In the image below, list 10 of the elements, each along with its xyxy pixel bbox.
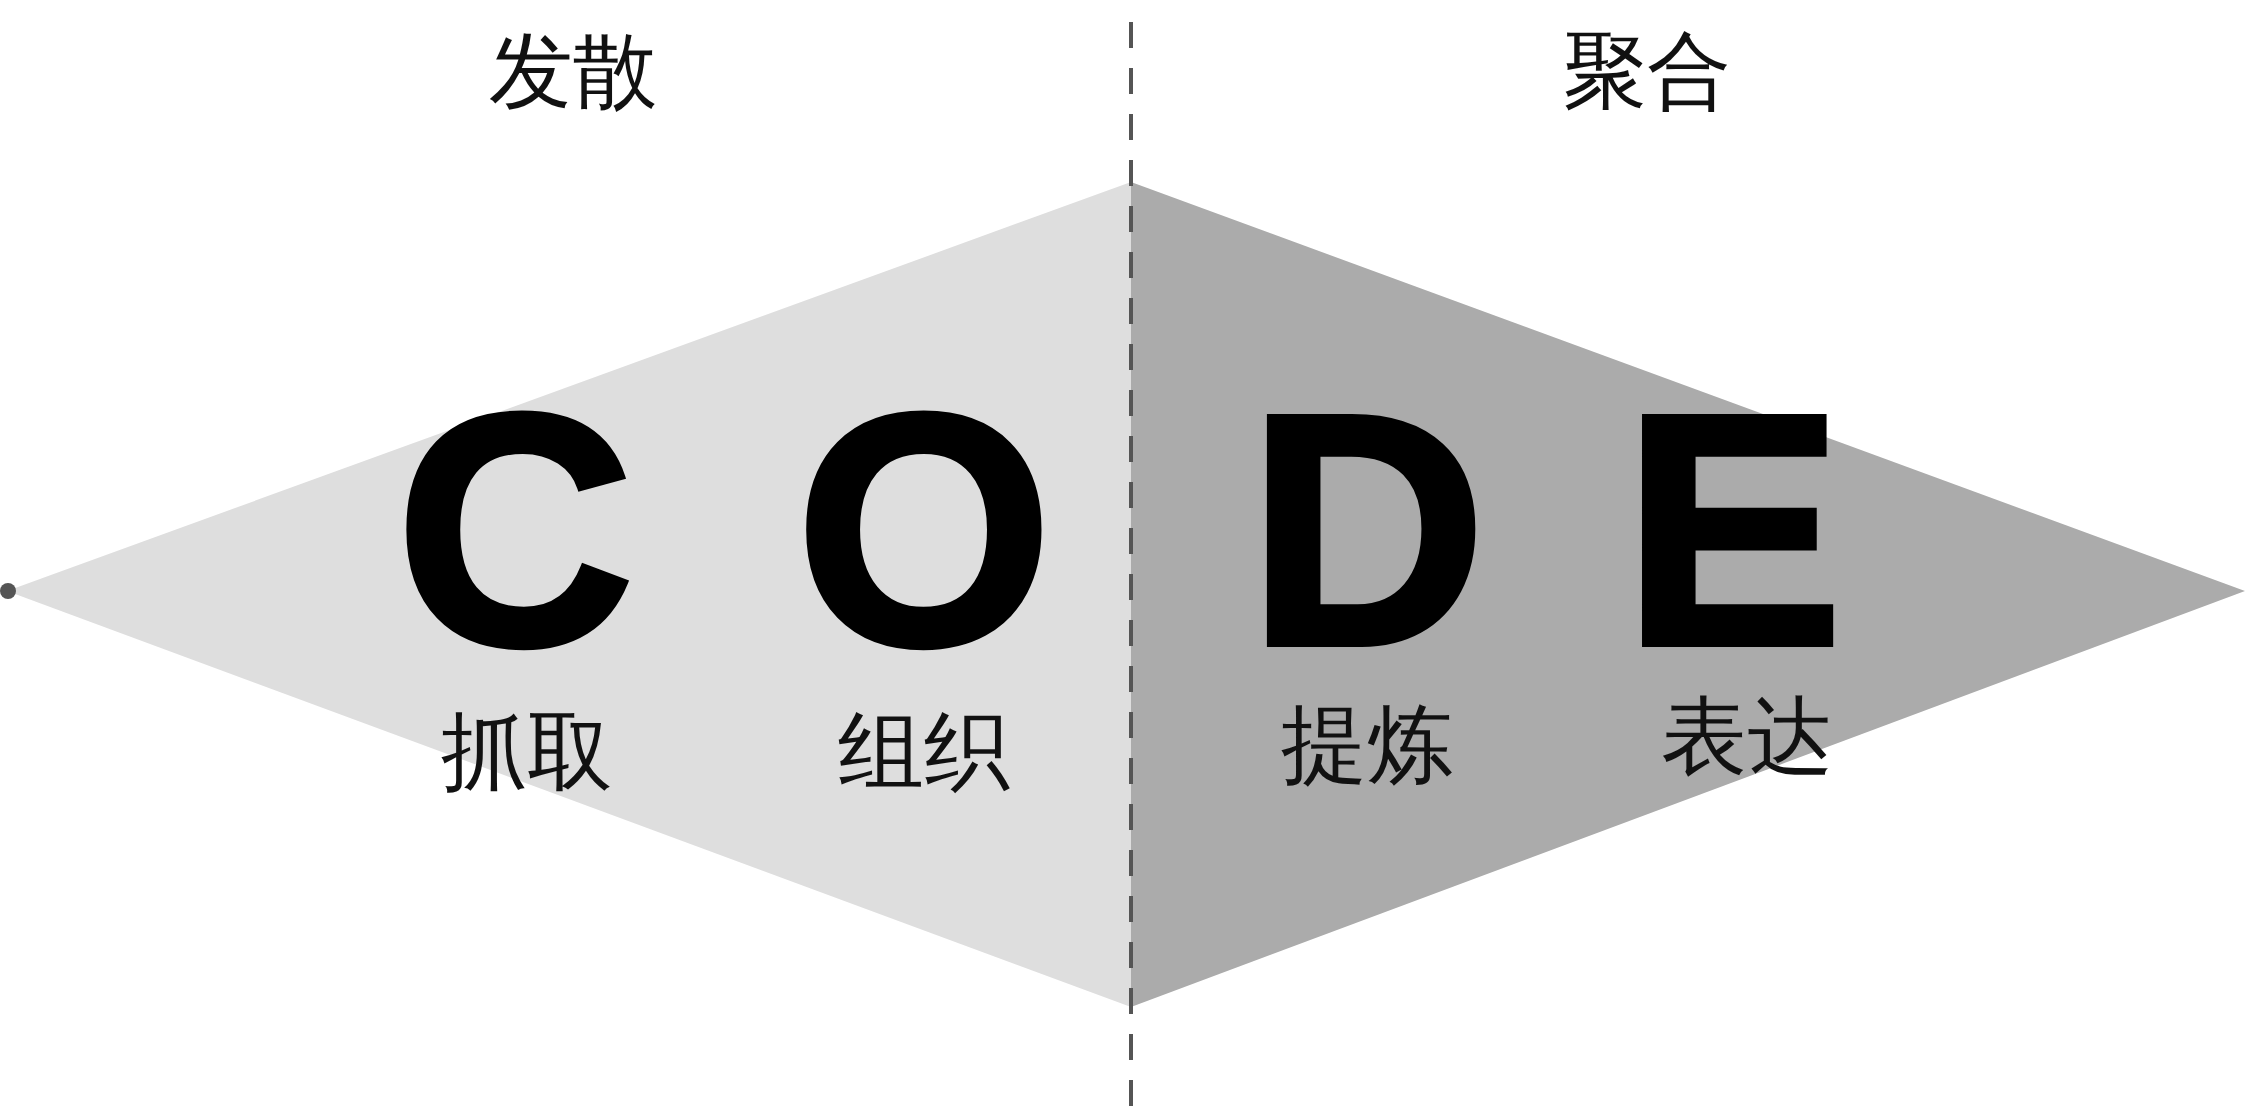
step-label: 抓取 — [441, 709, 613, 795]
big-letter: O — [795, 365, 1053, 695]
step-label: 提炼 — [1281, 702, 1453, 788]
big-letter: D — [1247, 365, 1487, 695]
step-label: 组织 — [838, 709, 1010, 795]
step-label: 表达 — [1661, 694, 1833, 780]
section-heading: 聚合 — [1563, 30, 1731, 114]
big-letter: E — [1622, 365, 1844, 695]
big-letter: C — [395, 365, 635, 695]
section-heading: 发散 — [489, 30, 657, 114]
